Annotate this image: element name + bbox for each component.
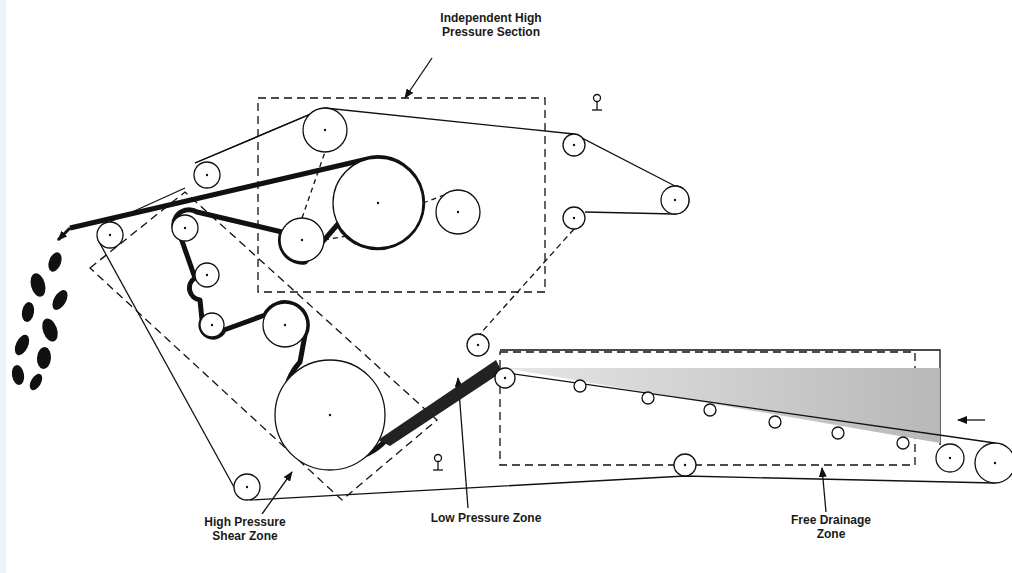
discharge-arrow [58, 228, 70, 240]
zone-label: Independent High Pressure Section [418, 10, 564, 40]
roller [642, 392, 654, 404]
roller [280, 218, 324, 262]
spray-nozzle [433, 455, 443, 471]
roller [674, 454, 696, 476]
roller-axle [211, 324, 213, 326]
roller-axle [477, 344, 479, 346]
drainage-frame [500, 350, 940, 445]
roller-axle [246, 486, 248, 488]
cake-piece [10, 364, 25, 386]
roller-axle [994, 462, 996, 464]
feed-arrow [958, 419, 985, 420]
roller-axle [206, 274, 208, 276]
lower-belt [98, 240, 240, 498]
belt-guide [302, 152, 325, 218]
zone-label: Low Pressure Zone [418, 510, 554, 526]
roller-axle [206, 174, 208, 176]
roller-axle [949, 457, 951, 459]
upper-belt [480, 229, 574, 334]
roller [436, 190, 480, 234]
sludge-layer [505, 368, 940, 443]
roller-axle [284, 324, 286, 326]
roller [704, 404, 716, 416]
filter-cake [10, 251, 70, 393]
cake-piece [27, 372, 45, 393]
roller [661, 186, 689, 214]
roller-axle [377, 202, 379, 204]
ground [6, 0, 1012, 573]
roller [563, 134, 585, 156]
upper-belt [195, 108, 675, 186]
roller [234, 474, 260, 500]
roller [195, 263, 219, 287]
lower-belt [500, 372, 995, 443]
cake-piece [20, 301, 35, 323]
roller-axle [684, 464, 686, 466]
cake-piece [36, 346, 52, 369]
roller [563, 207, 585, 229]
low-pressure-wedge [378, 360, 502, 446]
roller [897, 437, 909, 449]
rollers [97, 108, 1012, 500]
zone-label: Free Drainage Zone [772, 512, 890, 542]
roller [303, 108, 347, 152]
spray-nozzle [592, 95, 602, 111]
roller [467, 334, 489, 356]
roller [333, 158, 423, 248]
roller-axle [329, 414, 331, 416]
cake-piece [12, 332, 32, 357]
lower-belt [250, 476, 995, 500]
roller-axle [504, 377, 506, 379]
cake-piece [39, 316, 60, 343]
leader-arrow [262, 472, 292, 514]
cake-piece [28, 272, 48, 299]
cake-piece [49, 287, 70, 312]
roller [574, 380, 586, 392]
roller [194, 162, 220, 188]
roller [936, 444, 964, 472]
roller-axle [109, 234, 111, 236]
roller [769, 416, 781, 428]
roller-axle [324, 129, 326, 131]
cake-piece [46, 251, 64, 274]
roller-axle [457, 211, 459, 213]
roller-axle [674, 199, 676, 201]
roller [172, 215, 198, 241]
roller-axle [573, 217, 575, 219]
roller [832, 427, 844, 439]
roller [975, 443, 1012, 483]
roller-axle [573, 144, 575, 146]
roller-axle [184, 227, 186, 229]
roller [495, 368, 515, 388]
roller [200, 313, 224, 337]
roller-axle [301, 239, 303, 241]
roller [263, 303, 307, 347]
upper-belt [585, 186, 689, 214]
leader-arrow [405, 58, 432, 98]
roller [97, 222, 123, 248]
leader-arrow [822, 468, 826, 512]
zone-label: High Pressure Shear Zone [190, 514, 300, 544]
roller [275, 360, 385, 470]
